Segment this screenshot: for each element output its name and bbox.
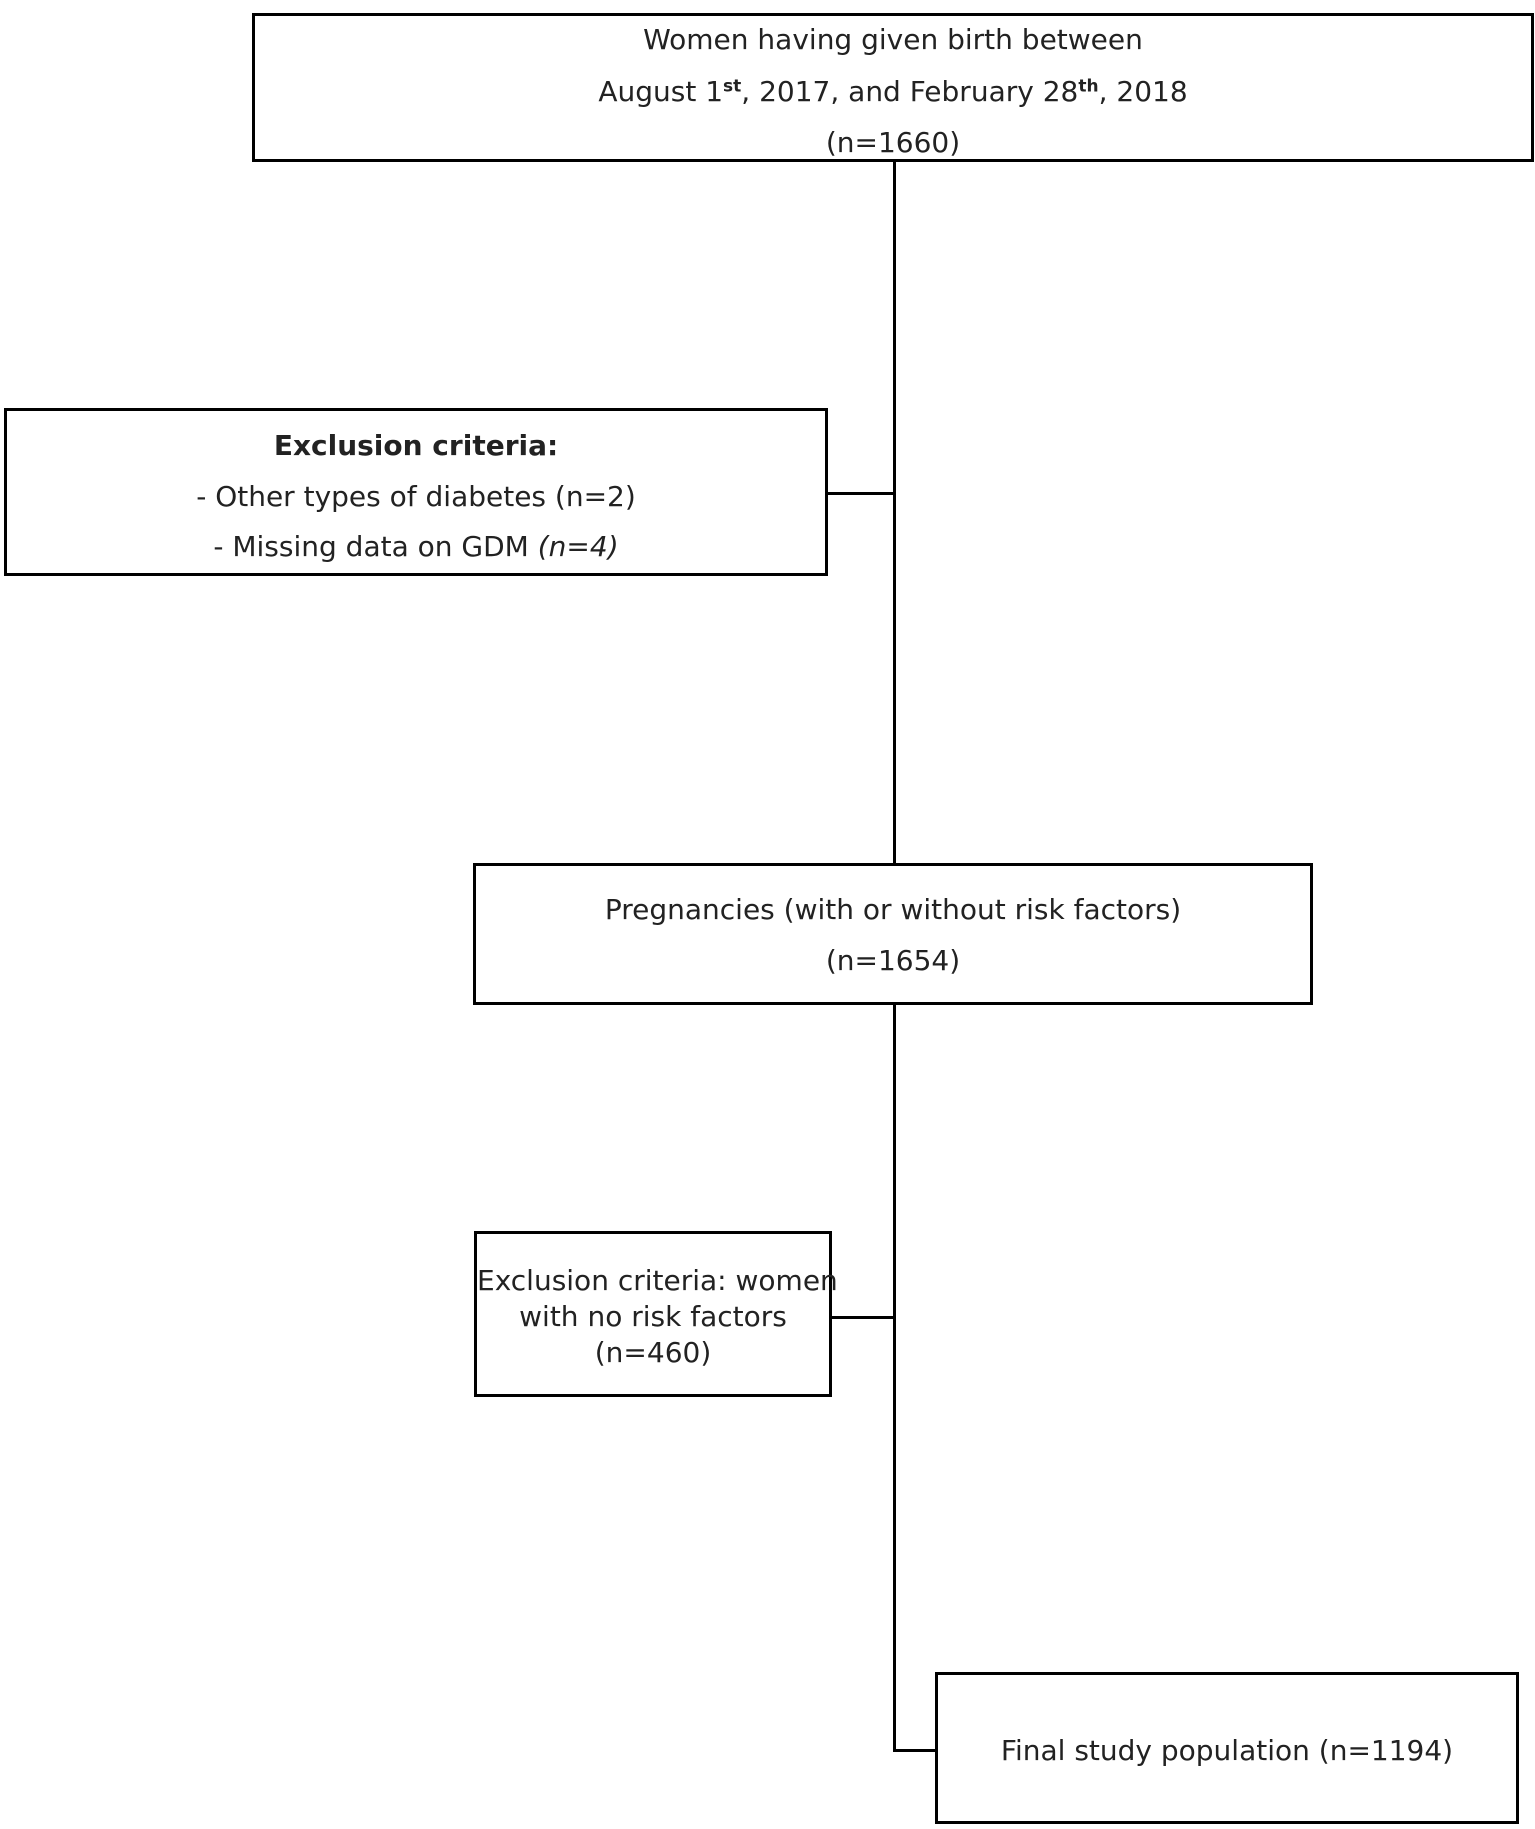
exclusion-box-1-item2-text: - Missing data on GDM [213,530,538,563]
top-box-line2: August 1st, 2017, and February 28th, 201… [255,78,1531,106]
exclusion-box-2-line2: with no risk factors [519,1300,787,1333]
connector-main-1 [893,162,896,866]
exclusion-box-1-item2-count: (n=4) [537,530,619,563]
top-box-line1: Women having given birth between [643,23,1143,56]
exclusion-box-1-item1: - Other types of diabetes (n=2) [196,480,636,513]
top-box: Women having given birth between August … [252,13,1534,162]
top-box-date-start: August 1 [598,75,724,108]
pregnancies-box: Pregnancies (with or without risk factor… [473,863,1313,1005]
top-box-sup-th: th [1078,76,1099,97]
connector-final [893,1749,938,1752]
exclusion-box-1-item2: - Missing data on GDM (n=4) [7,533,825,561]
top-box-date-mid: , 2017, and February 28 [741,75,1079,108]
top-box-count: (n=1660) [825,126,961,159]
exclusion-box-2-line1: Exclusion criteria: women [477,1264,838,1297]
top-box-date-end: , 2018 [1098,75,1188,108]
final-box-label: Final study population (n=1194) [1000,1734,1454,1767]
connector-exclusion-1 [826,492,896,495]
exclusion-box-2-count: (n=460) [594,1336,712,1369]
pregnancies-box-count: (n=1654) [825,944,961,977]
exclusion-box-2: Exclusion criteria: women with no risk f… [474,1231,838,1397]
exclusion-box-1-title: Exclusion criteria: [273,429,559,462]
pregnancies-box-label: Pregnancies (with or without risk factor… [604,893,1182,926]
top-box-sup-st: st [723,76,742,97]
connector-exclusion-2 [832,1316,896,1319]
connector-main-2 [893,1002,896,1752]
final-box: Final study population (n=1194) [935,1672,1519,1824]
exclusion-box-1: Exclusion criteria: - Other types of dia… [4,408,828,576]
